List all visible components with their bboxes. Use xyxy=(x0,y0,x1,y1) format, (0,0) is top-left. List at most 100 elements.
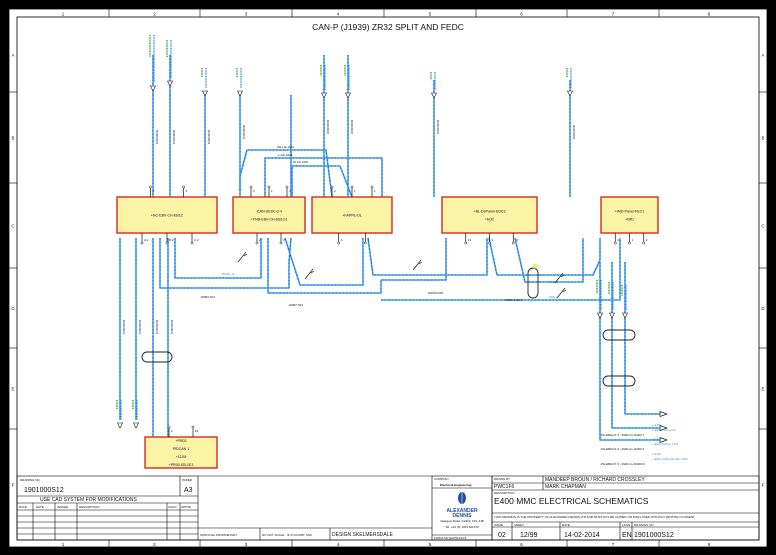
scale-note: DO NOT SCALE - IF IN DOUBT, ASK xyxy=(262,533,312,537)
use-cad-note: USE CAD SYSTEM FOR MODIFICATIONS xyxy=(40,497,138,503)
connector-arrow-icon xyxy=(117,422,123,429)
column-marker: 1 xyxy=(62,542,65,547)
connector-desc: + EDC-CAN-L.1 D3 xyxy=(652,442,678,446)
wire-label: FDS-L xyxy=(549,295,558,299)
pin-terminal-icon xyxy=(167,425,171,429)
wire-label: L-L0/-1001 xyxy=(278,153,293,157)
form-number: FORM NO HHP01234-5 xyxy=(434,536,467,540)
connector-arrow-icon xyxy=(622,312,628,319)
connector-net: + 0.01 xyxy=(652,423,661,427)
rev-header: ISSUED xyxy=(57,505,69,509)
row-marker: B xyxy=(11,136,14,141)
connector-desc: + EDC-CAN-H.3? xyxy=(652,428,676,432)
column-marker: 7 xyxy=(612,12,615,17)
proprietary-note: UPDOCIAL PROPRIETARY xyxy=(200,533,237,537)
column-marker: 8 xyxy=(708,542,711,547)
wires xyxy=(119,55,668,443)
pin-terminal-icon xyxy=(285,185,289,189)
module-label: +IMD xyxy=(625,218,634,222)
column-marker: 2 xyxy=(153,12,156,17)
wire-dash xyxy=(159,237,292,289)
twisted-pair-mark xyxy=(556,287,567,299)
sheet-label: SHEET xyxy=(514,523,524,527)
paper-size: A3 xyxy=(184,487,193,494)
pin-terminal-icon xyxy=(191,425,195,429)
row-marker: E xyxy=(11,387,14,392)
description-label: DESCRIPTION xyxy=(494,491,515,495)
pin-label: 4 xyxy=(152,189,154,193)
drawing-reference: 1901000S12 xyxy=(634,532,674,539)
drawn-label: DRAWN BY xyxy=(494,477,510,481)
wire-label: -W007 IW1 xyxy=(288,303,303,307)
module-label: PIDCAN 1 xyxy=(173,447,190,451)
pin-label: 1 xyxy=(374,189,376,193)
title-block xyxy=(16,475,760,541)
approved-by: MARK CHAPMAN xyxy=(545,484,586,490)
pin-label: 2 xyxy=(259,238,261,242)
wire-label: SH-L0/-1001 xyxy=(277,145,294,149)
checked-by: MANDEEP BROUN / RICHARD CROSSLEY xyxy=(545,477,645,483)
module-label: -CAN-SEDC-2-4 xyxy=(256,210,282,214)
pin-terminal-icon xyxy=(350,185,354,189)
module-label: +IMD-Panel-FEC1 xyxy=(615,210,644,214)
sheet-number: 12/99 xyxy=(520,532,538,539)
drawing-no: 1901000S12 xyxy=(24,487,64,494)
connector-arrow-icon xyxy=(237,90,243,97)
pin-terminal-icon xyxy=(337,241,341,245)
wire-dash xyxy=(599,262,660,441)
pin-terminal-icon xyxy=(165,241,169,245)
connector-arrow-icon xyxy=(597,312,603,319)
pin-terminal-icon xyxy=(279,241,283,245)
module-label: +BL-DsPanel-EDC3 xyxy=(473,210,505,214)
pin-label: 1 xyxy=(367,238,369,242)
connector-arrow-icon xyxy=(150,85,156,92)
pin-label: A xyxy=(341,238,343,242)
wire-dash xyxy=(514,237,584,283)
pin-label: 6 xyxy=(186,189,188,193)
module-box xyxy=(116,196,218,234)
pin-terminal-icon xyxy=(511,241,515,245)
property-notice: THIS DRAWING IS THE PROPERTY OF ALEXANDE… xyxy=(494,515,695,519)
column-marker: 3 xyxy=(245,12,248,17)
drawn-by: PWC1F6 xyxy=(494,484,515,490)
company-phone: Tel: +44 (0) 1324 621672 xyxy=(445,525,479,529)
pin-label: 1 xyxy=(271,189,273,193)
connector-arrow-icon xyxy=(431,92,437,99)
cable-shield-icon xyxy=(141,351,173,363)
ref-label: DRAWING NO xyxy=(634,523,654,527)
brand-line-1: ALEXANDER xyxy=(446,508,478,514)
company-address: Glasgow Road, Falkirk, FK1 4JB xyxy=(440,519,483,523)
row-marker: A xyxy=(11,53,14,58)
issue-number: 02 xyxy=(498,532,506,539)
wire-dash xyxy=(624,262,660,415)
row-marker: B xyxy=(761,136,764,141)
wire-label: PCAN_H xyxy=(222,272,234,276)
row-marker: D xyxy=(761,306,765,311)
wire-dash xyxy=(284,237,364,286)
wire-dash xyxy=(264,157,383,197)
connector-cable: -PH-EBHCX 3 - RHD-Cu-N3D0 D xyxy=(600,462,646,466)
pin-terminal-icon xyxy=(642,241,646,245)
pin-terminal-icon xyxy=(613,241,617,245)
pin-label: 2 xyxy=(617,238,619,242)
output-connectors: + 0.01 + EDC-CAN-H.3? -PH-EBHCX 3 - RHD-… xyxy=(600,423,688,466)
pin-terminal-icon xyxy=(140,241,144,245)
module-box xyxy=(600,196,659,234)
wire-label: -W000-1 20-1 xyxy=(504,298,523,302)
design-location: DESIGN SKELMERSDALE xyxy=(332,532,394,538)
output-arrow-icon xyxy=(659,411,668,417)
wire-label: FDS-H xyxy=(549,280,558,284)
connector-cable: -PH-EBHCX 3 - RHD-Cu-N3D0 7 xyxy=(600,433,645,437)
connector-arrow-icon xyxy=(167,80,173,87)
cable-shield-icon xyxy=(527,267,539,299)
column-marker: 6 xyxy=(520,12,523,17)
module-label: +11JM xyxy=(176,455,187,459)
drawing-no-label: DRAWING NO xyxy=(20,478,40,482)
pin-terminal-icon xyxy=(148,185,152,189)
